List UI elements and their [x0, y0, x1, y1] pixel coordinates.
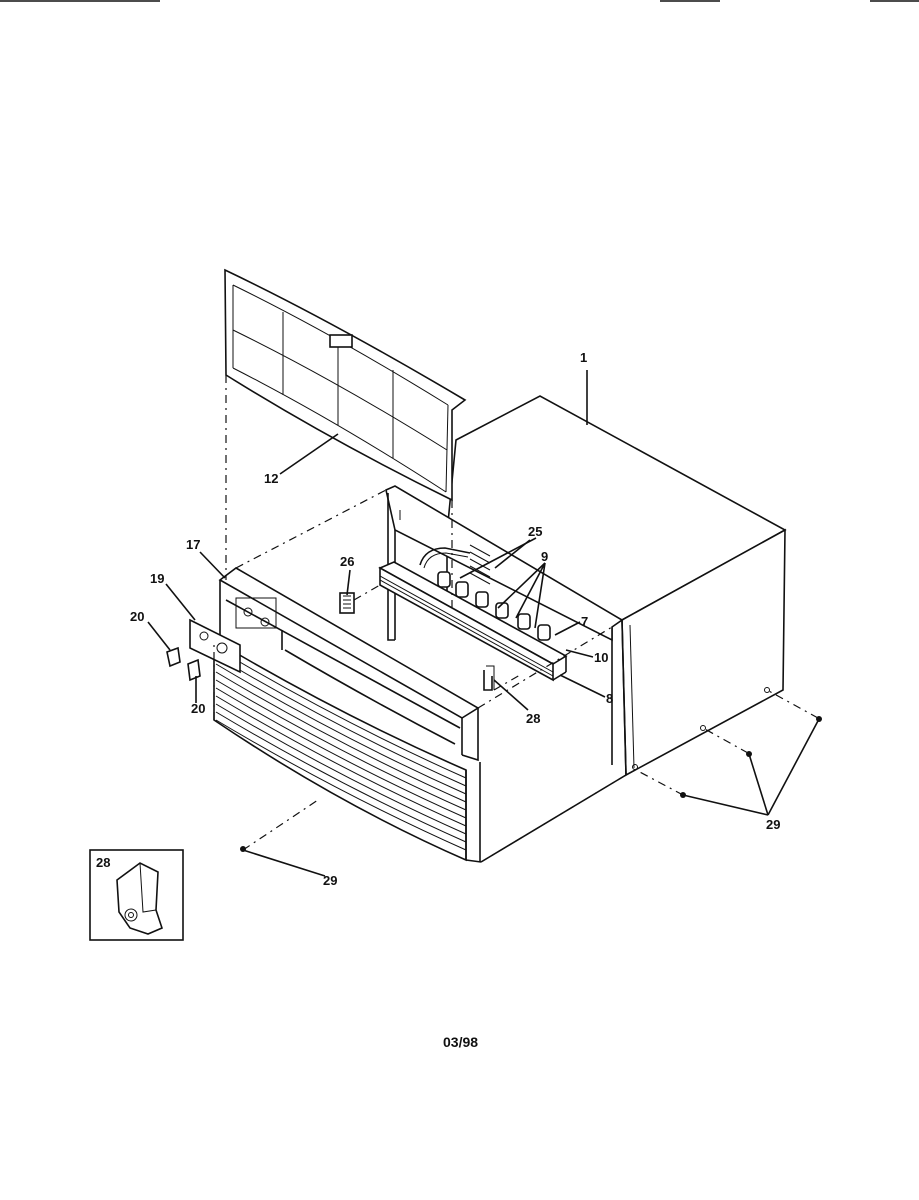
callout-9: 9	[541, 549, 548, 564]
coil-fins	[469, 544, 491, 585]
callout-19: 19	[150, 571, 164, 586]
front-grille-assembly	[213, 567, 482, 863]
callout-29-right: 29	[766, 817, 780, 832]
callout-25: 25	[528, 524, 542, 539]
louver-lines	[215, 647, 467, 851]
leader-lines	[147, 370, 820, 877]
callout-12: 12	[264, 471, 278, 486]
knobs-part-20	[166, 646, 201, 682]
footer-date: 03/98	[443, 1034, 478, 1050]
control-panel-part-19	[189, 618, 241, 674]
callout-1: 1	[580, 350, 587, 365]
control-rail-assembly	[378, 561, 568, 682]
callout-28: 28	[526, 711, 540, 726]
callout-10: 10	[594, 650, 608, 665]
callout-20-upper: 20	[130, 609, 144, 624]
interior-back-plate	[385, 485, 624, 642]
assembly-lines	[213, 375, 819, 863]
callout-7: 7	[581, 614, 588, 629]
callout-8: 8	[606, 691, 613, 706]
filter-grid	[232, 312, 448, 458]
callout-29-left: 29	[323, 873, 337, 888]
callout-26: 26	[340, 554, 354, 569]
air-filter-part-12	[224, 268, 467, 502]
bracket-part-28	[483, 665, 495, 691]
inset-label-28: 28	[96, 855, 110, 870]
clip-part-26	[339, 592, 355, 614]
callout-17: 17	[186, 537, 200, 552]
callout-20-lower: 20	[191, 701, 205, 716]
inset-detail-part-28: 28	[89, 849, 184, 941]
